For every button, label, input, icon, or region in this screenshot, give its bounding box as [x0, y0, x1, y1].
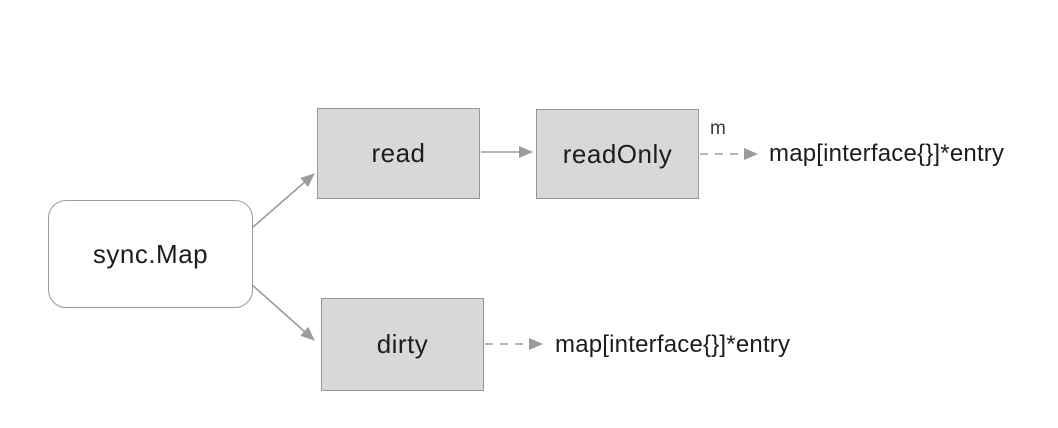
node-dirty-label: dirty: [376, 329, 429, 359]
map-entry-text-readonly: map[interface{}]*entry: [769, 140, 1005, 167]
map-entry-text-dirty: map[interface{}]*entry: [555, 331, 791, 358]
node-read-label: read: [371, 138, 426, 168]
node-read-only-label: readOnly: [562, 138, 673, 169]
node-sync-map-label: sync.Map: [92, 238, 209, 269]
edge-syncmap-to-read: [252, 173, 315, 228]
edge-label-m: m: [710, 118, 726, 139]
node-dirty: dirty: [321, 298, 484, 391]
node-sync-map: sync.Map: [48, 200, 253, 308]
edge-syncmap-to-dirty: [249, 282, 315, 341]
node-read-only: readOnly: [536, 109, 699, 199]
node-read: read: [317, 108, 480, 199]
